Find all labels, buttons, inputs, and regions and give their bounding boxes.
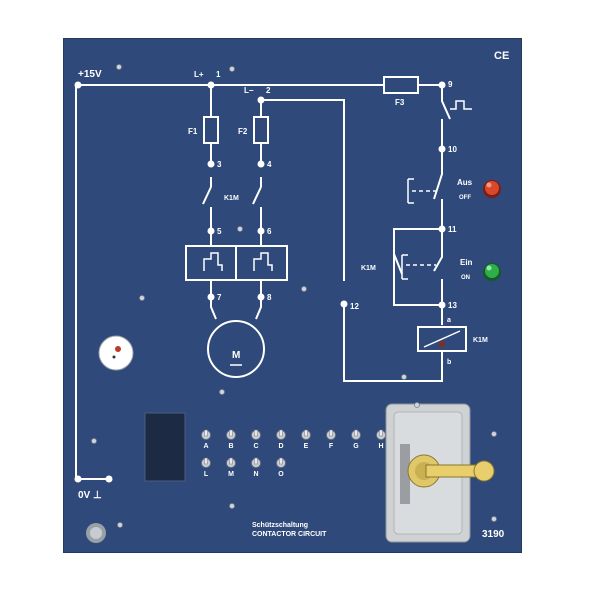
terminal-lplus-label: L+ xyxy=(194,70,204,79)
holding-contactor-label: K1M xyxy=(361,265,376,272)
key-switch[interactable] xyxy=(385,403,495,543)
supply-zero-label: 0V ⊥ xyxy=(78,490,102,501)
terminal-7-label: 7 xyxy=(217,293,222,302)
fault-switch-h[interactable]: H xyxy=(376,429,386,450)
supply-return-wire xyxy=(75,85,109,480)
terminal-13-label: 13 xyxy=(448,301,457,310)
fault-switch-label: L xyxy=(204,471,209,478)
coil-a-label: a xyxy=(447,317,451,324)
circuit-panel: CE +15V L+ 1 L− 2 F1 F2 F3 3 4 K1M 5 6 7… xyxy=(63,38,522,553)
main-contactor-label: K1M xyxy=(224,195,239,202)
fuse-f3-label: F3 xyxy=(395,98,405,107)
fault-switch-a[interactable]: A xyxy=(201,429,211,450)
fault-switch-label: C xyxy=(253,443,258,450)
fault-switch-f[interactable]: F xyxy=(326,429,336,450)
fault-switch-label: G xyxy=(353,443,359,450)
terminal-8-label: 8 xyxy=(267,293,272,302)
ce-mark: CE xyxy=(494,50,509,62)
fuse-f3 xyxy=(383,76,419,94)
fault-switch-label: O xyxy=(278,471,284,478)
fault-switch-c[interactable]: C xyxy=(251,429,261,450)
terminal-10-label: 10 xyxy=(448,145,457,154)
fault-switch-label: M xyxy=(228,471,234,478)
fault-switch-label: E xyxy=(304,443,309,450)
terminal-lminus-label: L− xyxy=(244,86,254,95)
fuse-f1 xyxy=(203,116,219,144)
manufacturer-logo xyxy=(86,523,106,543)
motor-symbol xyxy=(207,320,265,378)
model-number: 3190 xyxy=(482,529,505,540)
fuse-f2-label: F2 xyxy=(238,127,248,136)
fault-switch-label: B xyxy=(228,443,233,450)
on-label-de: Ein xyxy=(460,258,473,267)
display-window xyxy=(144,412,186,482)
on-label-en: ON xyxy=(461,275,470,281)
fault-switch-o[interactable]: O xyxy=(276,457,286,478)
title-german: Schützschaltung xyxy=(252,522,308,529)
fault-switch-label: D xyxy=(278,443,283,450)
fault-switch-n[interactable]: N xyxy=(251,457,261,478)
coil-b-label: b xyxy=(447,359,451,366)
off-switch-actuator xyxy=(450,100,472,110)
coil-contactor-label: K1M xyxy=(473,337,488,344)
supply-positive-label: +15V xyxy=(78,69,102,80)
circuit-diagram: CE +15V L+ 1 L− 2 F1 F2 F3 3 4 K1M 5 6 7… xyxy=(74,50,509,543)
terminal-11-label: 11 xyxy=(448,225,457,234)
terminal-6-label: 6 xyxy=(267,227,272,236)
fault-switch-panel: A B C D E F G H L M N O xyxy=(201,429,386,478)
fault-indicator-dial[interactable] xyxy=(98,335,134,371)
fault-switch-g[interactable]: G xyxy=(351,429,361,450)
coil-indicator-led xyxy=(439,341,445,347)
fuse-f1-label: F1 xyxy=(188,127,198,136)
panel-screws xyxy=(91,64,497,528)
terminal-12-label: 12 xyxy=(350,302,359,311)
fault-switch-d[interactable]: D xyxy=(276,429,286,450)
fault-switch-b[interactable]: B xyxy=(226,429,236,450)
off-label-de: Aus xyxy=(457,178,473,187)
supply-rail-negative xyxy=(261,99,345,281)
terminal-2-label: 2 xyxy=(266,86,271,95)
on-button[interactable] xyxy=(483,263,501,281)
motor-label: M xyxy=(232,350,240,361)
terminal-9-label: 9 xyxy=(448,80,453,89)
terminal-3-label: 3 xyxy=(217,160,222,169)
fault-switch-label: N xyxy=(253,471,258,478)
fuse-f2 xyxy=(253,116,269,144)
fault-switch-e[interactable]: E xyxy=(301,429,311,450)
fault-switch-label: A xyxy=(203,443,208,450)
fault-switch-m[interactable]: M xyxy=(226,457,236,478)
off-button[interactable] xyxy=(483,180,501,198)
terminal-5-label: 5 xyxy=(217,227,222,236)
terminal-4-label: 4 xyxy=(267,160,272,169)
fault-switch-l[interactable]: L xyxy=(201,457,211,478)
fault-switch-label: H xyxy=(378,443,383,450)
terminal-1-label: 1 xyxy=(216,70,221,79)
terminal-nodes xyxy=(74,81,446,483)
off-label-en: OFF xyxy=(459,195,471,201)
fault-switch-label: F xyxy=(329,443,334,450)
title-english: CONTACTOR CIRCUIT xyxy=(252,531,327,538)
